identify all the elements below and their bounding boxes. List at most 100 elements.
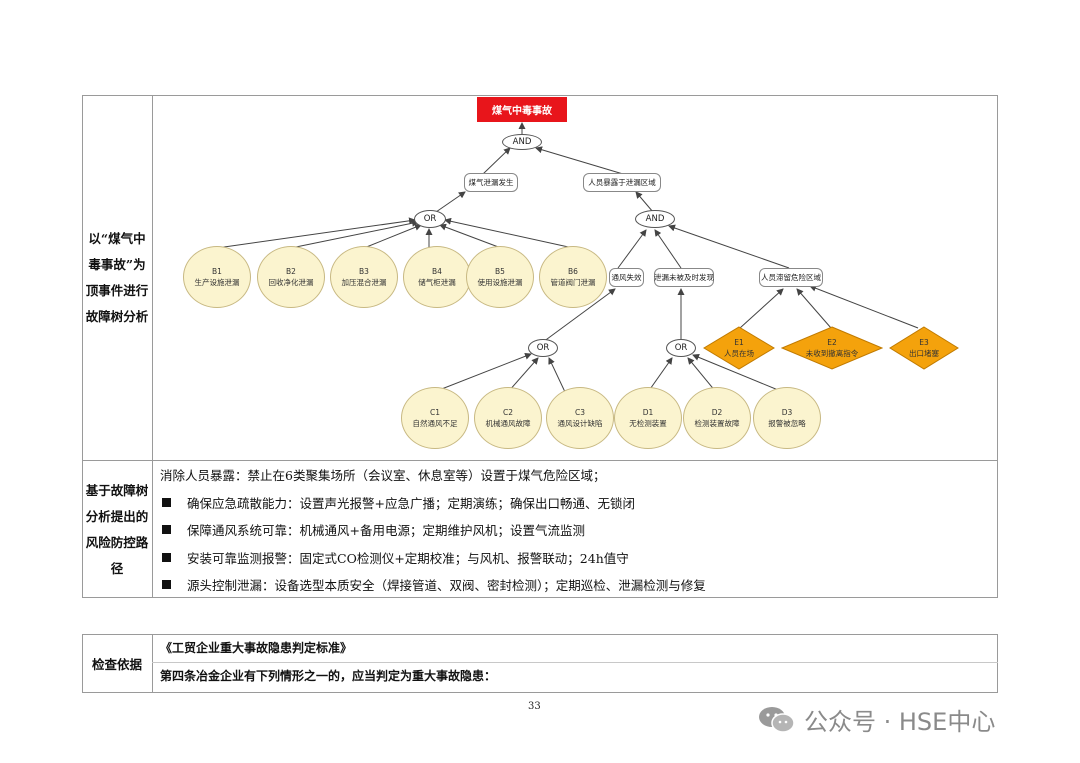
measure-text: 源头控制泄漏：设备选型本质安全（焊接管道、双阀、密封检测）；定期巡检、泄漏检测与…	[187, 578, 706, 594]
event-code: B6	[568, 267, 578, 276]
square-bullet-icon	[162, 497, 171, 507]
basic-event-c2: C2 机械通风故障	[474, 387, 542, 449]
measure-text: 安装可靠监测报警：固定式CO检测仪+定期校准；与风机、报警联动；24h值守	[187, 550, 629, 566]
edge	[363, 223, 422, 249]
node-people-in-area: 人员暴露于泄漏区域	[583, 173, 661, 192]
square-bullet-icon	[162, 580, 171, 590]
undeveloped-event-e2: E2 未收到撤离指令	[781, 326, 883, 370]
event-label: 通风设计缺陷	[557, 419, 603, 428]
basic-event-b6: B6 管道阀门泄漏	[539, 246, 607, 308]
event-label: 储气柜泄漏	[418, 278, 456, 287]
event-code: E1	[734, 338, 744, 347]
measure-item: 消除人员暴露：禁止在6类聚集场所（会议室、休息室等）设置于煤气危险区域；	[160, 461, 990, 489]
edge	[687, 357, 717, 393]
event-code: B3	[359, 267, 369, 276]
basic-event-d3: D3 报警被忽略	[753, 387, 821, 449]
measure-text: 确保应急疏散能力：设置声光报警+应急广播；定期演练；确保出口畅通、无锁闭	[187, 495, 635, 511]
or-gate-ventilation: OR	[528, 339, 558, 357]
event-code: D3	[781, 408, 793, 417]
edge	[290, 219, 419, 249]
measure-text: 保障通风系统可靠：机械通风+备用电源；定期维护风机；设置气流监测	[187, 523, 585, 539]
standard-clause: 第四条冶金企业有下列情形之一的，应当判定为重大事故隐患：	[160, 669, 497, 683]
event-code: C3	[574, 408, 585, 417]
edge	[216, 217, 416, 249]
top-event: 煤气中毒事故	[477, 97, 567, 122]
event-code: C1	[429, 408, 440, 417]
edge	[635, 191, 654, 213]
basic-event-b5: B5 使用设施泄漏	[466, 246, 534, 308]
measure-item: 保障通风系统可靠：机械通风+备用电源；定期维护风机；设置气流监测	[160, 516, 990, 544]
edge	[435, 191, 466, 213]
wechat-icon	[758, 705, 796, 735]
event-code: C2	[502, 408, 513, 417]
edge	[542, 288, 616, 343]
table-row-divider	[82, 460, 998, 461]
edge	[739, 288, 784, 329]
fault-tree-label-cell: 以“煤气中毒事故”为顶事件进行故障树分析	[82, 95, 152, 460]
node-people-stay: 人员滞留危险区域	[759, 268, 823, 287]
measures-section-label: 基于故障树分析提出的风险防控路径	[85, 482, 149, 576]
basic-event-b2: B2 回收净化泄漏	[257, 246, 325, 308]
event-label: 未收到撤离指令	[805, 349, 859, 358]
edge	[796, 288, 832, 329]
measure-item: 源头控制泄漏：设备选型本质安全（焊接管道、双阀、密封检测）；定期巡检、泄漏检测与…	[160, 571, 990, 599]
fault-tree-diagram: 煤气中毒事故 AND 煤气泄漏发生 人员暴露于泄漏区域 OR AND B1 生产…	[153, 96, 997, 460]
watermark: 公众号 · HSE中心	[758, 702, 995, 737]
diamond-shape	[703, 326, 775, 370]
diamond-shape	[889, 326, 959, 370]
edge	[433, 352, 532, 393]
edge	[548, 357, 566, 393]
event-code: B2	[286, 267, 296, 276]
event-label: 机械通风故障	[485, 419, 531, 428]
basic-event-c1: C1 自然通风不足	[401, 387, 469, 449]
measure-item: 确保应急疏散能力：设置声光报警+应急广播；定期演练；确保出口畅通、无锁闭	[160, 489, 990, 517]
table-divider	[152, 634, 153, 693]
measures-label-cell: 基于故障树分析提出的风险防控路径	[82, 461, 152, 598]
event-code: B4	[432, 267, 442, 276]
event-label: 检测装置故障	[694, 419, 740, 428]
event-label: 使用设施泄漏	[477, 278, 523, 287]
edge	[507, 357, 539, 393]
event-code: E2	[827, 338, 837, 347]
basic-event-b3: B3 加压混合泄漏	[330, 246, 398, 308]
basic-event-b4: B4 储气柜泄漏	[403, 246, 471, 308]
event-label: 加压混合泄漏	[341, 278, 387, 287]
event-label: 回收净化泄漏	[268, 278, 314, 287]
or-gate-leak: OR	[414, 210, 446, 228]
basic-event-d2: D2 检测装置故障	[683, 387, 751, 449]
basis-label: 检查依据	[91, 657, 142, 672]
event-label: 无检测装置	[629, 419, 667, 428]
square-bullet-icon	[162, 552, 171, 562]
standard-title: 《工贸企业重大事故隐患判定标准》	[160, 641, 353, 655]
edge	[654, 229, 682, 269]
fault-tree-section-label: 以“煤气中毒事故”为顶事件进行故障树分析	[85, 230, 149, 324]
event-label: 出口堵塞	[909, 349, 939, 358]
event-code: B1	[212, 267, 222, 276]
page-number: 33	[528, 701, 541, 712]
edge	[668, 224, 790, 269]
undeveloped-event-e3: E3 出口堵塞	[889, 326, 959, 370]
and-gate-people: AND	[635, 210, 675, 228]
measure-item: 安装可靠监测报警：固定式CO检测仪+定期校准；与风机、报警联动；24h值守	[160, 544, 990, 572]
event-code: D2	[711, 408, 723, 417]
event-code: B5	[495, 267, 505, 276]
event-label: 人员在场	[724, 349, 754, 358]
basis-table	[82, 634, 998, 693]
event-code: E3	[919, 338, 929, 347]
basic-event-d1: D1 无检测装置	[614, 387, 682, 449]
node-gas-leak: 煤气泄漏发生	[464, 173, 518, 192]
fault-tree-connectors	[216, 122, 919, 393]
undeveloped-event-e1: E1 人员在场	[703, 326, 775, 370]
watermark-text: 公众号 · HSE中心	[804, 708, 996, 736]
diamond-shape	[781, 326, 883, 370]
event-code: D1	[642, 408, 654, 417]
basic-event-c3: C3 通风设计缺陷	[546, 387, 614, 449]
node-not-detected: 泄漏未被及时发现	[654, 268, 714, 287]
edge	[482, 147, 511, 175]
fault-tree-table	[82, 95, 998, 598]
edge	[617, 229, 647, 269]
risk-control-measures: 消除人员暴露：禁止在6类聚集场所（会议室、休息室等）设置于煤气危险区域； 确保应…	[160, 461, 990, 599]
edge	[439, 223, 502, 249]
event-label: 生产设施泄漏	[194, 278, 240, 287]
event-label: 报警被忽略	[768, 419, 806, 428]
